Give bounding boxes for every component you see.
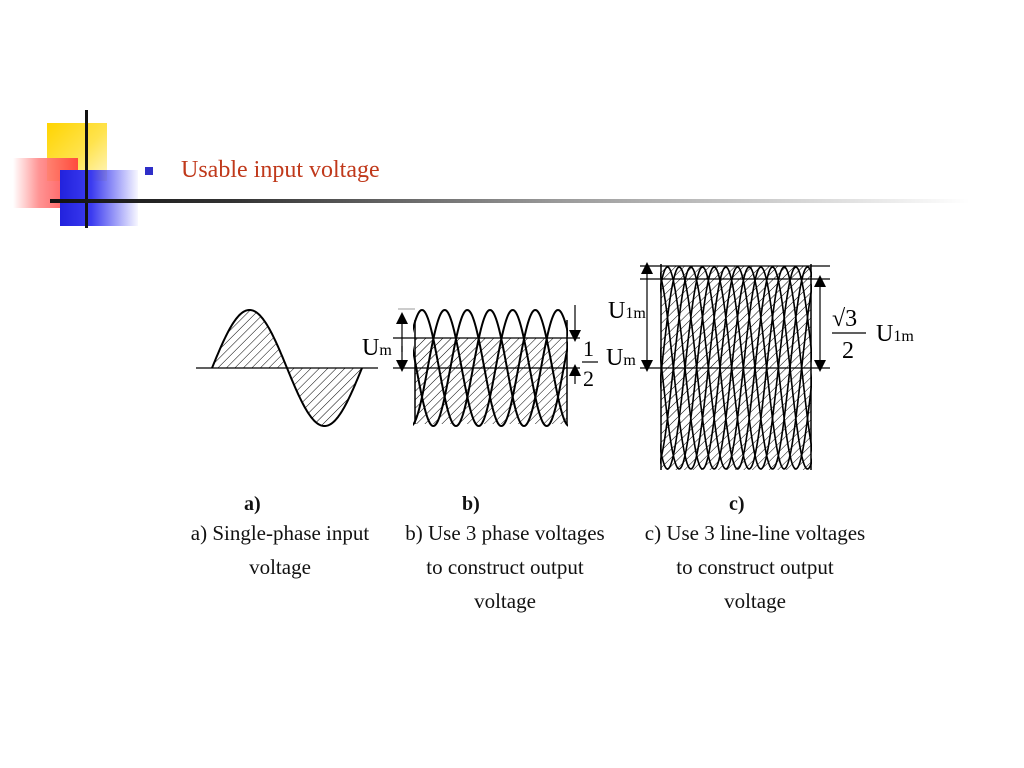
slide-title: Usable input voltage (181, 157, 380, 183)
title-underline (50, 199, 970, 203)
panel-a-sine (196, 309, 378, 427)
panel-c-guides (640, 262, 866, 470)
panel-c-tag: c) (729, 493, 745, 515)
bullet-icon (145, 167, 153, 175)
label-half-num: 1 (583, 336, 594, 361)
line-line-voltage-wave (660, 266, 812, 470)
line-line-voltage-wave (660, 266, 812, 470)
panel-b-tag: b) (462, 493, 480, 515)
line-line-voltage-wave (660, 266, 812, 470)
panel-b-caption: b) Use 3 phase voltages to construct out… (390, 516, 620, 618)
panel-b-three-phase (413, 308, 568, 428)
panel-c-caption-line: c) Use 3 line-line voltages (644, 521, 866, 545)
panel-a-tag: a) (244, 493, 261, 515)
panel-b-guides (393, 305, 598, 424)
panel-a-caption-line: a) Single-phase input (190, 521, 370, 545)
label-sqrt3-den: 2 (842, 338, 854, 364)
line-line-voltage-wave (660, 266, 812, 470)
decor-blue-square (60, 170, 138, 226)
label-um-c: Um (606, 345, 636, 371)
line-line-voltage-wave (660, 266, 812, 470)
label-um-b: Um (362, 335, 392, 361)
panel-c-caption-line: to construct output (676, 555, 834, 579)
label-sqrt3-num: √3 (832, 306, 857, 332)
label-half-den: 2 (583, 366, 594, 391)
panel-b-caption-line: voltage (474, 589, 536, 613)
panel-a-caption: a) Single-phase input voltage (170, 516, 390, 584)
label-u1m-c: U1m (608, 298, 646, 324)
panel-c-caption: c) Use 3 line-line voltages to construct… (630, 516, 880, 618)
label-u1m-right: U1m (876, 321, 914, 347)
line-line-voltage-wave (660, 266, 812, 470)
decor-vertical-line (85, 110, 88, 228)
panel-c-caption-line: voltage (724, 589, 786, 613)
panel-b-caption-line: to construct output (426, 555, 584, 579)
panel-b-caption-line: b) Use 3 phase voltages (405, 521, 605, 545)
panel-a-caption-line: voltage (249, 555, 311, 579)
